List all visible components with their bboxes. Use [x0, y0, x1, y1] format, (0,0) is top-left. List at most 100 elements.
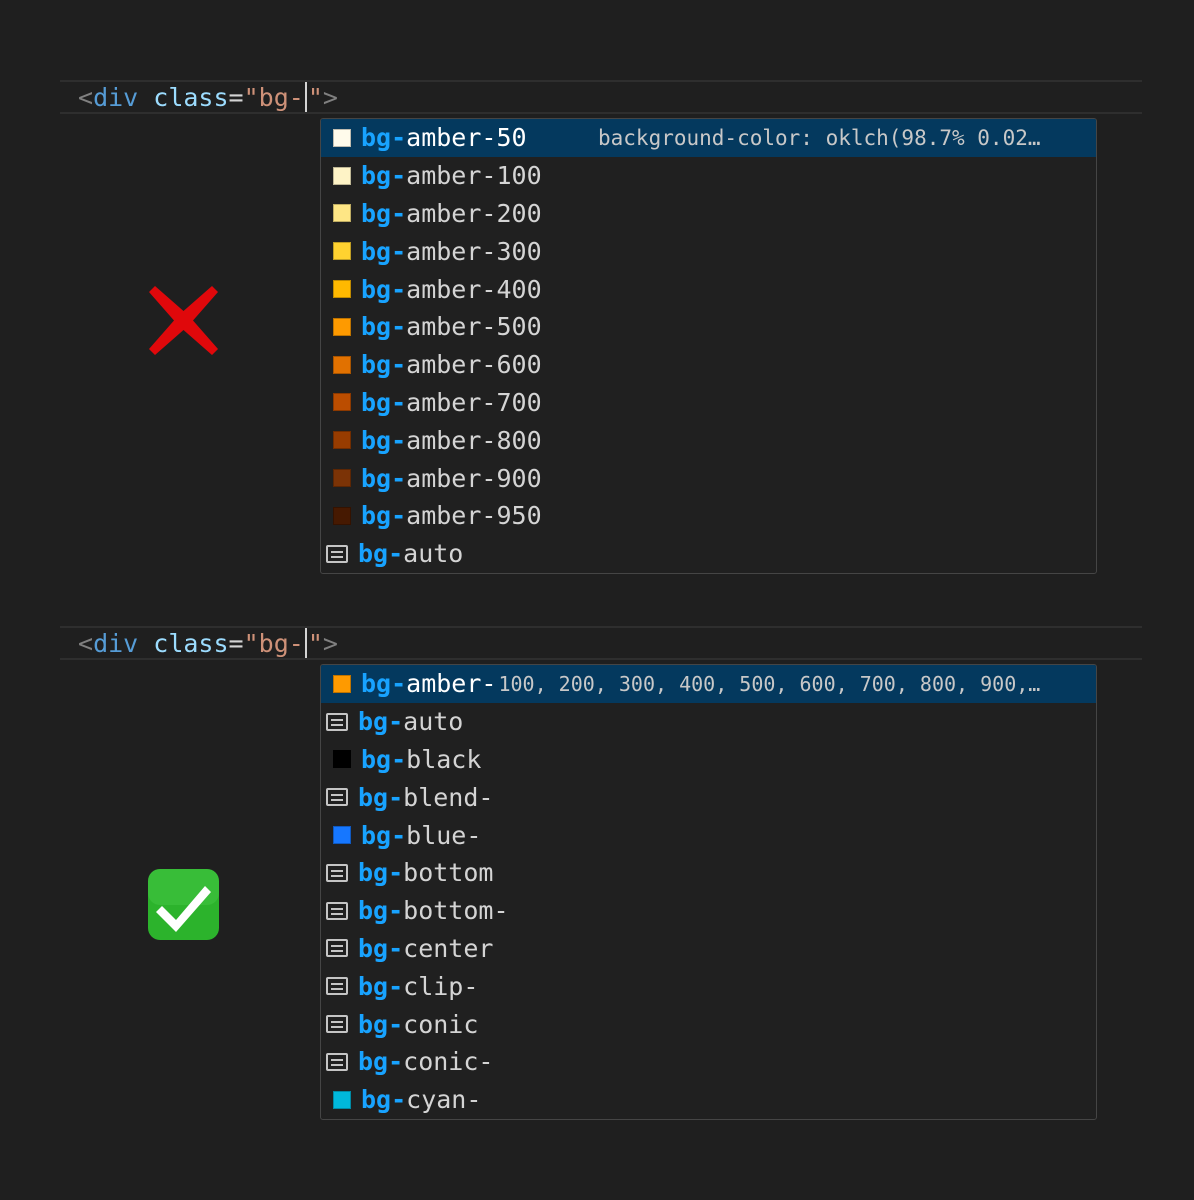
tag-close-bracket: >: [322, 82, 338, 112]
match-prefix: bg-: [358, 707, 404, 737]
suggestion-label: amber-600: [406, 350, 542, 380]
suggestion-label: bottom-: [403, 896, 509, 926]
suggestion-label: amber-800: [406, 425, 542, 455]
attribute-value-close: ": [307, 628, 323, 658]
suggestion-item[interactable]: bg-amber-800: [321, 421, 1096, 459]
match-prefix: bg-: [361, 236, 407, 266]
suggestion-item[interactable]: bg-amber-50 background-color: oklch(98.7%…: [321, 119, 1096, 157]
suggestion-label: amber-700: [406, 387, 542, 417]
equals-sign: =: [228, 628, 244, 658]
suggestion-item[interactable]: bg-amber-100, 200, 300, 400, 500, 600, 7…: [321, 665, 1096, 703]
suggestion-item[interactable]: bg-amber-200: [321, 195, 1096, 233]
match-prefix: bg-: [358, 1009, 404, 1039]
color-swatch-icon: [333, 750, 351, 769]
suggestion-item[interactable]: bg-amber-900: [321, 459, 1096, 497]
match-prefix: bg-: [361, 387, 407, 417]
match-prefix: bg-: [361, 198, 407, 228]
suggestion-item[interactable]: bg-cyan-: [321, 1081, 1096, 1119]
suggestion-item[interactable]: bg-amber-300: [321, 232, 1096, 270]
value-icon: [326, 863, 348, 882]
match-prefix: bg-: [361, 425, 407, 455]
suggestion-item[interactable]: bg-auto: [321, 535, 1096, 573]
suggestion-item[interactable]: bg-amber-400: [321, 270, 1096, 308]
match-prefix: bg-: [358, 1047, 404, 1077]
suggestion-label: amber-50: [406, 123, 527, 153]
match-prefix: bg-: [361, 820, 407, 850]
match-prefix: bg-: [358, 539, 404, 569]
attribute-name: class: [153, 628, 229, 658]
match-prefix: bg-: [361, 123, 407, 153]
match-prefix: bg-: [361, 161, 407, 191]
match-prefix: bg-: [361, 350, 407, 380]
suggestion-item[interactable]: bg-amber-600: [321, 346, 1096, 384]
suggestion-label: amber-950: [406, 501, 542, 531]
value-icon: [326, 1015, 348, 1034]
color-swatch-icon: [333, 431, 351, 450]
suggestion-detail: background-color: oklch(98.7% 0.02…: [598, 125, 1041, 150]
suggestion-label: auto: [403, 707, 464, 737]
color-swatch-icon: [333, 166, 351, 185]
tag-name: div: [93, 82, 139, 112]
suggestion-label: amber-400: [406, 274, 542, 304]
suggestion-widget-top[interactable]: bg-amber-50 background-color: oklch(98.7%…: [320, 118, 1097, 574]
attribute-value: "bg-: [243, 82, 304, 112]
suggestion-item[interactable]: bg-amber-700: [321, 384, 1096, 422]
suggestion-item[interactable]: bg-black: [321, 741, 1096, 779]
suggestion-label: amber-900: [406, 463, 542, 493]
attribute-value: "bg-: [243, 628, 304, 658]
suggestion-label: center: [403, 933, 494, 963]
suggestion-label: auto: [403, 539, 464, 569]
match-prefix: bg-: [358, 782, 404, 812]
tag-open-bracket: <: [78, 628, 94, 658]
color-swatch-icon: [333, 280, 351, 299]
suggestion-item[interactable]: bg-clip-: [321, 967, 1096, 1005]
suggestion-item[interactable]: bg-blue-: [321, 816, 1096, 854]
suggestion-label: blue-: [406, 820, 482, 850]
equals-sign: =: [228, 82, 244, 112]
attribute-value-close: ": [307, 82, 323, 112]
suggestion-label: amber-300: [406, 236, 542, 266]
suggestion-label: conic-: [403, 1047, 494, 1077]
suggestion-label: bottom: [403, 858, 494, 888]
editor-line-top[interactable]: <div class="bg-">: [60, 80, 1142, 114]
tag-name: div: [93, 628, 139, 658]
color-swatch-icon: [333, 355, 351, 374]
color-swatch-icon: [333, 674, 351, 693]
match-prefix: bg-: [358, 933, 404, 963]
value-icon: [326, 544, 348, 563]
suggestion-label: amber-500: [406, 312, 542, 342]
match-prefix: bg-: [358, 896, 404, 926]
suggestion-label: cyan-: [406, 1085, 482, 1115]
suggestion-item[interactable]: bg-amber-100: [321, 157, 1096, 195]
match-prefix: bg-: [361, 274, 407, 304]
color-swatch-icon: [333, 506, 351, 525]
suggestion-label: black: [406, 744, 482, 774]
suggestion-label: conic: [403, 1009, 479, 1039]
suggestion-label: amber-200: [406, 198, 542, 228]
suggestion-label: amber-: [406, 669, 497, 699]
suggestion-label: amber-100: [406, 161, 542, 191]
suggestion-item[interactable]: bg-blend-: [321, 778, 1096, 816]
suggestion-label: clip-: [403, 971, 479, 1001]
value-icon: [326, 788, 348, 807]
suggestion-item[interactable]: bg-center: [321, 930, 1096, 968]
editor-line-bottom[interactable]: <div class="bg-">: [60, 626, 1142, 660]
suggestion-item[interactable]: bg-conic: [321, 1005, 1096, 1043]
suggestion-item[interactable]: bg-conic-: [321, 1043, 1096, 1081]
color-swatch-icon: [333, 393, 351, 412]
suggestion-item[interactable]: bg-auto: [321, 703, 1096, 741]
value-icon: [326, 901, 348, 920]
suggestion-item[interactable]: bg-bottom-: [321, 892, 1096, 930]
match-prefix: bg-: [358, 971, 404, 1001]
text-cursor: [304, 82, 307, 112]
match-prefix: bg-: [361, 312, 407, 342]
cross-mark-icon: [149, 286, 218, 355]
value-icon: [326, 977, 348, 996]
match-prefix: bg-: [361, 501, 407, 531]
suggestion-item[interactable]: bg-amber-500: [321, 308, 1096, 346]
suggestion-widget-bottom[interactable]: bg-amber-100, 200, 300, 400, 500, 600, 7…: [320, 664, 1097, 1120]
suggestion-item[interactable]: bg-bottom: [321, 854, 1096, 892]
color-swatch-icon: [333, 204, 351, 223]
value-icon: [326, 712, 348, 731]
suggestion-item[interactable]: bg-amber-950: [321, 497, 1096, 535]
